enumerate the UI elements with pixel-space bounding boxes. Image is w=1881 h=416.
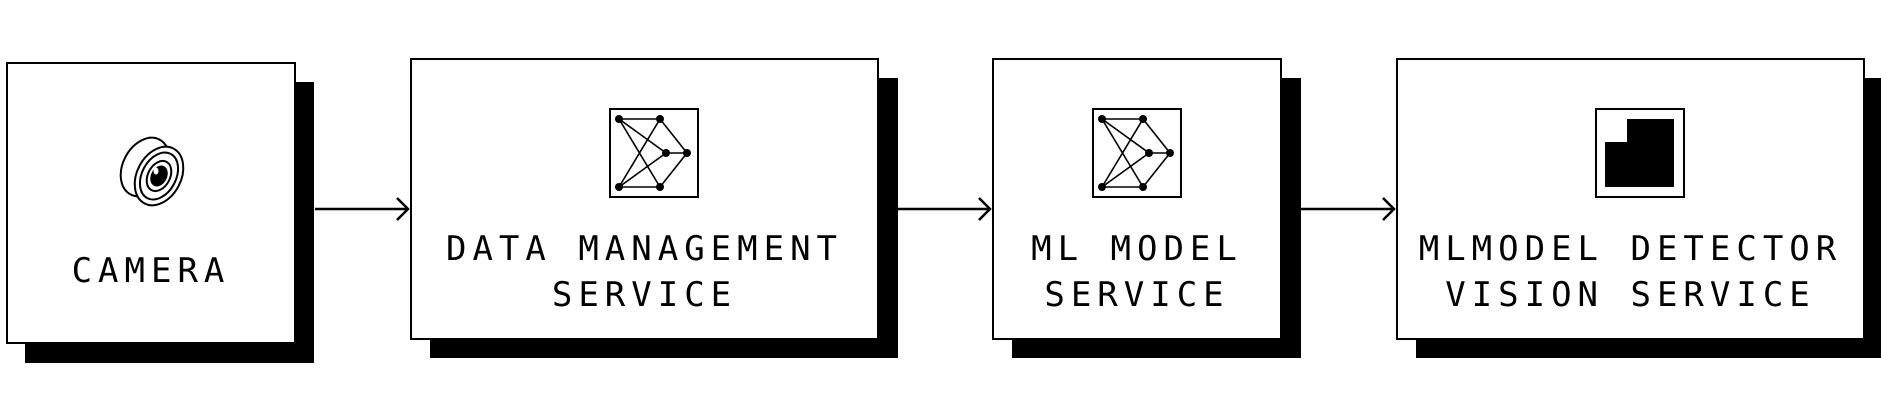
mlmodel-detector-vision-service-node-box: MLMODEL DETECTOR VISION SERVICE xyxy=(1396,58,1865,340)
data-management-service-label: DATA MANAGEMENT SERVICE xyxy=(412,226,877,318)
vision-icon xyxy=(1595,108,1685,198)
ml-model-service-node-box: ML MODEL SERVICE xyxy=(992,58,1282,340)
ml-model-service-label-line-2: SERVICE xyxy=(1044,275,1230,315)
mlmodel-detector-vision-service-label-line-2: VISION SERVICE xyxy=(1445,275,1816,315)
camera-label: CAMERA xyxy=(8,248,294,294)
arrow-ml-model-to-detector xyxy=(1301,197,1396,221)
camera-node: CAMERA xyxy=(6,62,314,363)
ml-model-service-label-line-1: ML MODEL xyxy=(1031,229,1243,269)
ml-model-service-node: ML MODEL SERVICE xyxy=(992,58,1301,358)
data-management-service-label-line-2: SERVICE xyxy=(551,275,738,315)
network-icon xyxy=(1092,108,1182,198)
camera-node-box: CAMERA xyxy=(6,62,296,344)
data-management-service-label-line-1: DATA MANAGEMENT xyxy=(445,229,844,269)
network-icon xyxy=(609,108,699,198)
camera-label-line-1: CAMERA xyxy=(71,251,231,291)
data-management-service-node: DATA MANAGEMENT SERVICE xyxy=(410,58,898,358)
mlmodel-detector-vision-service-node: MLMODEL DETECTOR VISION SERVICE xyxy=(1396,58,1881,358)
arrow-camera-to-data-management xyxy=(315,197,410,221)
arrow-data-management-to-ml-model xyxy=(898,197,992,221)
mlmodel-detector-vision-service-label-line-1: MLMODEL DETECTOR xyxy=(1418,229,1843,269)
data-management-service-node-box: DATA MANAGEMENT SERVICE xyxy=(410,58,879,340)
camera-icon xyxy=(119,136,185,207)
mlmodel-detector-vision-service-label: MLMODEL DETECTOR VISION SERVICE xyxy=(1398,226,1863,318)
ml-model-service-label: ML MODEL SERVICE xyxy=(994,226,1280,318)
